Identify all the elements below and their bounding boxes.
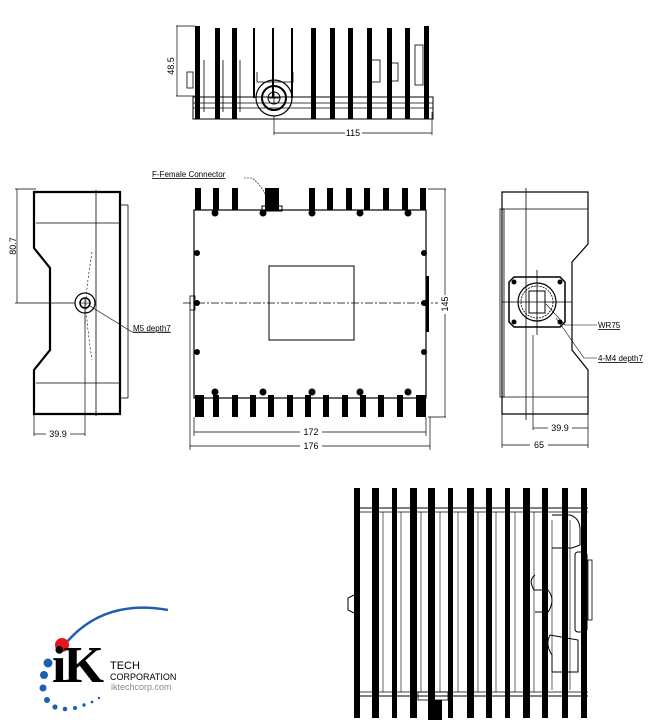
logo-arc — [61, 606, 169, 649]
callout-f-female-connector: F-Female Connector — [152, 170, 226, 179]
dim-left-height: 80.7 — [8, 237, 18, 255]
front-view — [183, 177, 446, 450]
dim-left-width: 39.9 — [49, 429, 67, 439]
dim-top-offset: 115 — [346, 128, 360, 138]
callout-4-m4-depth: 4-M4 depth7 — [598, 354, 643, 363]
logo-red-dot — [55, 638, 69, 652]
dim-front-inner-width: 172 — [303, 427, 318, 437]
logo-mark: iK — [52, 637, 104, 694]
logo-corporation: CORPORATION — [110, 672, 177, 682]
callout-wr75: WR75 — [598, 321, 621, 330]
dim-right-width: 65 — [534, 440, 544, 450]
right-view — [499, 188, 597, 448]
company-logo — [39, 606, 169, 712]
top-view — [176, 25, 434, 135]
dim-front-outer-width: 176 — [303, 441, 318, 451]
left-view — [15, 188, 170, 436]
dim-top-height: 48.5 — [166, 57, 176, 75]
logo-tech: TECH — [110, 660, 140, 672]
dim-front-height: 145 — [440, 296, 450, 311]
dim-right-offset: 39.9 — [551, 423, 569, 433]
bottom-view — [347, 488, 593, 720]
logo-blue-dots — [39, 658, 101, 712]
logo-website: iktechcorp.com — [111, 682, 172, 692]
callout-m5-depth: M5 depth7 — [133, 324, 171, 333]
